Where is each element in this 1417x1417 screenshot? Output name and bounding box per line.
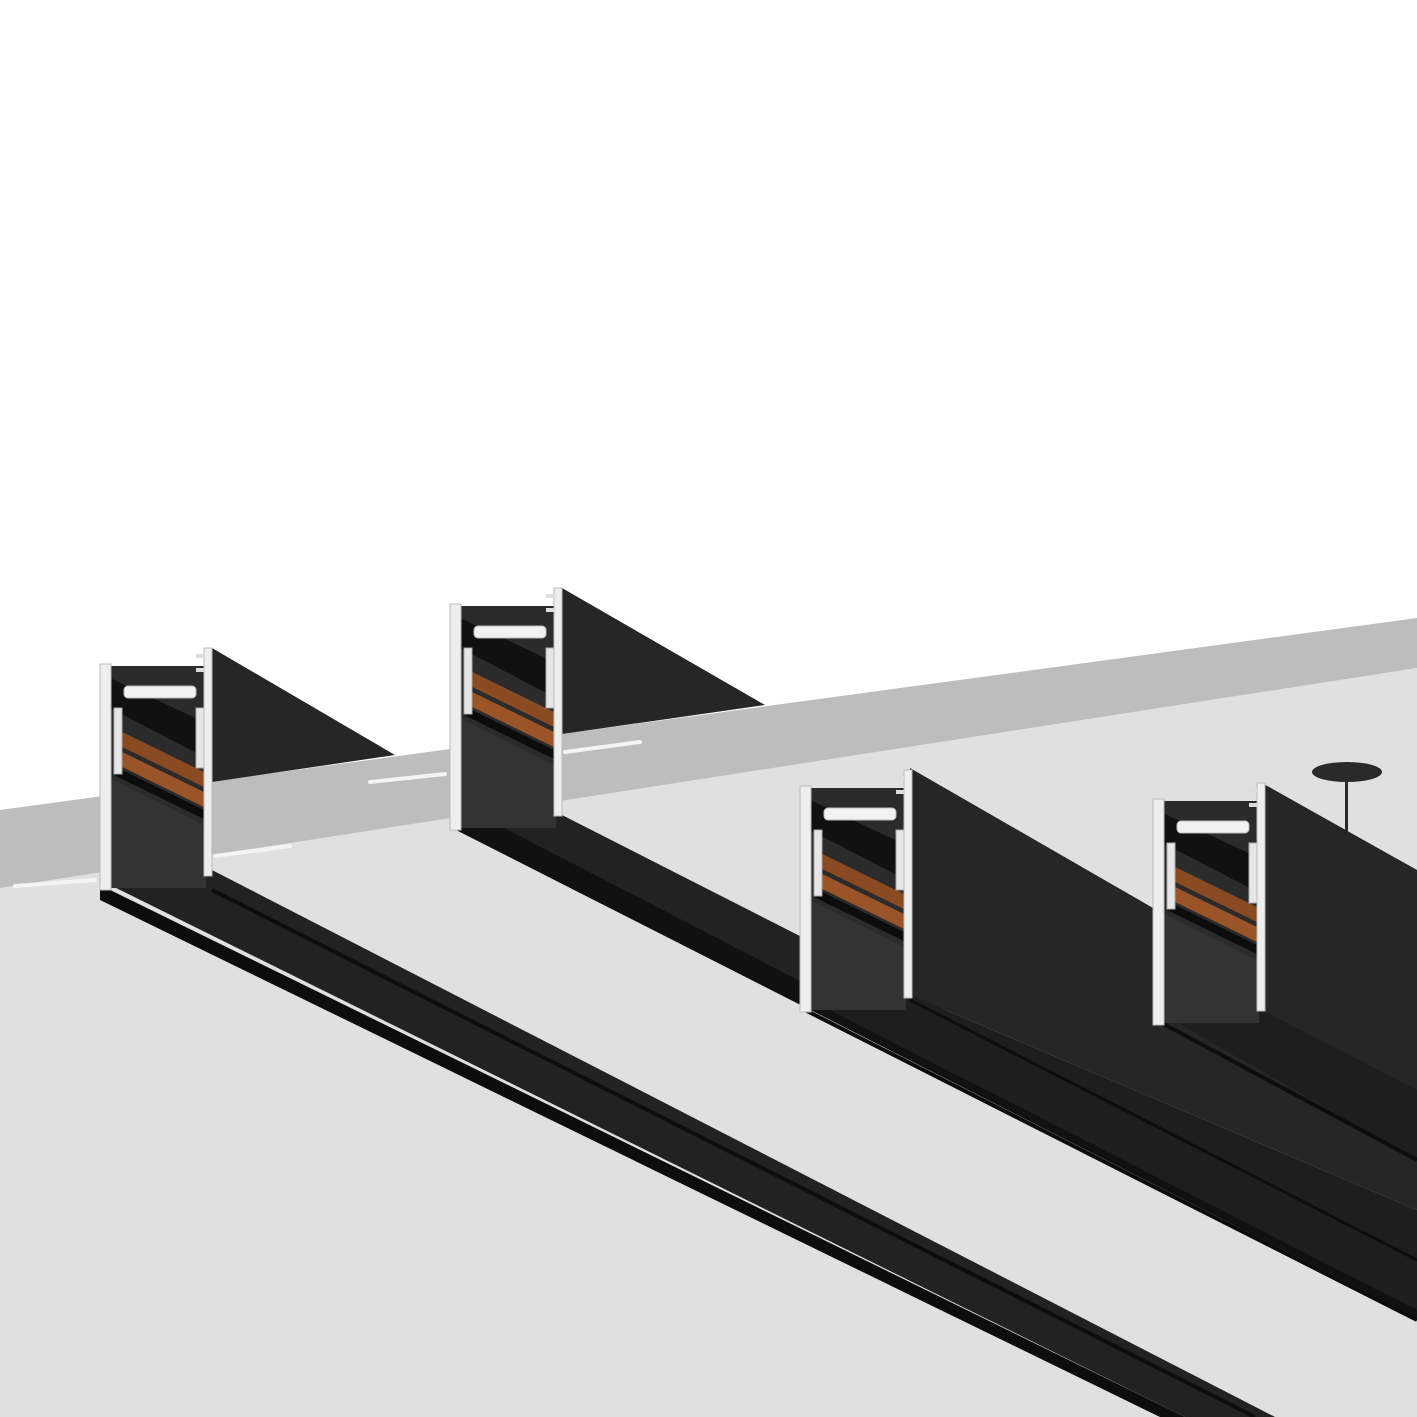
track-1 [99,647,1275,1417]
track-4 [1152,782,1417,1162]
ceiling-slab-edge [0,618,1417,888]
pendant-canopy [1312,762,1382,833]
ceiling-underside [0,668,1417,1417]
